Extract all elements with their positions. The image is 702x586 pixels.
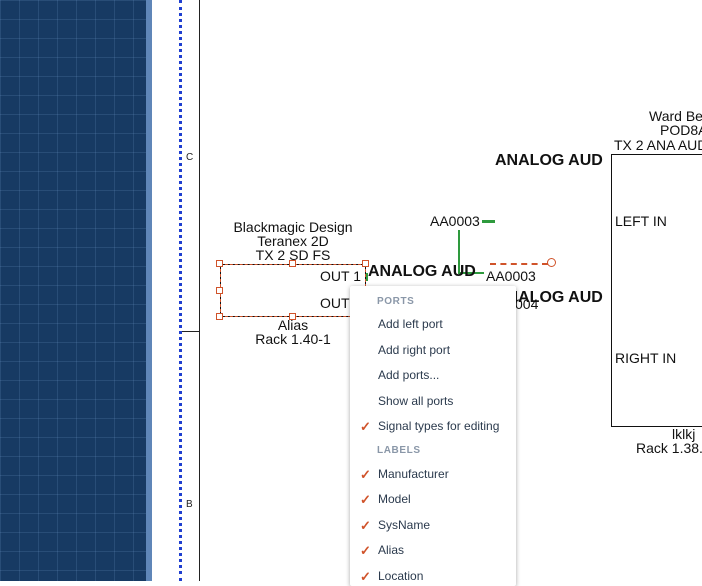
right-device-location-label: Rack 1.38. [636, 440, 702, 456]
right-device-model-label: POD8A [660, 122, 702, 138]
signal-type-label-right-top[interactable]: ANALOG AUD [495, 152, 603, 170]
page-boundary [179, 0, 182, 581]
menu-item-alias[interactable]: ✓ Alias [350, 538, 516, 564]
right-device-sysname-label: TX 2 ANA AUD [614, 137, 702, 153]
selection-outline [220, 264, 366, 317]
grid-canvas-panel[interactable] [0, 0, 146, 581]
resize-handle-w[interactable] [216, 287, 223, 294]
menu-section-ports: PORTS [350, 292, 516, 312]
context-menu: PORTS Add left port Add right port Add p… [350, 286, 516, 586]
zone-label-b: B [186, 499, 193, 510]
cable-label-partial[interactable]: 004 [515, 296, 538, 312]
menu-item-add-left-port[interactable]: Add left port [350, 312, 516, 338]
menu-item-label: Show all ports [378, 394, 453, 408]
menu-item-show-all-ports[interactable]: Show all ports [350, 389, 516, 415]
menu-item-label: SysName [378, 518, 430, 532]
cable-label-aa0003-wire[interactable]: AA0003 [486, 268, 536, 284]
menu-item-label: Location [378, 569, 423, 583]
menu-item-add-ports[interactable]: Add ports... [350, 363, 516, 389]
menu-item-signal-types[interactable]: ✓ Signal types for editing [350, 414, 516, 440]
port-label-right-in[interactable]: RIGHT IN [615, 350, 676, 366]
menu-item-label: Signal types for editing [378, 419, 499, 433]
device-location-label: Rack 1.40-1 [222, 331, 364, 347]
menu-item-add-right-port[interactable]: Add right port [350, 338, 516, 364]
menu-item-location[interactable]: ✓ Location [350, 564, 516, 586]
zone-tick [182, 331, 200, 332]
zone-border-line [199, 0, 200, 581]
resize-handle-n[interactable] [289, 260, 296, 267]
menu-item-manufacturer[interactable]: ✓ Manufacturer [350, 462, 516, 488]
menu-item-label: Add left port [378, 317, 443, 331]
checkmark-icon: ✓ [360, 564, 371, 586]
signal-type-label[interactable]: ANALOG AUD [368, 263, 476, 281]
wire-endpoint[interactable] [547, 258, 556, 267]
wire-dashed-selected[interactable] [490, 263, 548, 265]
menu-item-label: Alias [378, 543, 404, 557]
menu-item-model[interactable]: ✓ Model [350, 487, 516, 513]
zone-label-c: C [186, 152, 193, 163]
menu-item-label: Add ports... [378, 368, 439, 382]
checkmark-icon: ✓ [360, 513, 371, 539]
checkmark-icon: ✓ [360, 487, 371, 513]
checkmark-icon: ✓ [360, 414, 371, 440]
menu-section-labels: LABELS [350, 440, 516, 462]
checkmark-icon: ✓ [360, 462, 371, 488]
cable-label-aa0003[interactable]: AA0003 [430, 213, 480, 229]
menu-item-sysname[interactable]: ✓ SysName [350, 513, 516, 539]
menu-item-label: Model [378, 492, 411, 506]
port-label-left-in[interactable]: LEFT IN [615, 213, 667, 229]
resize-handle-nw[interactable] [216, 260, 223, 267]
wire-stub[interactable] [482, 220, 495, 223]
right-device-box[interactable] [611, 154, 702, 427]
menu-item-label: Manufacturer [378, 467, 449, 481]
checkmark-icon: ✓ [360, 538, 371, 564]
menu-item-label: Add right port [378, 343, 450, 357]
